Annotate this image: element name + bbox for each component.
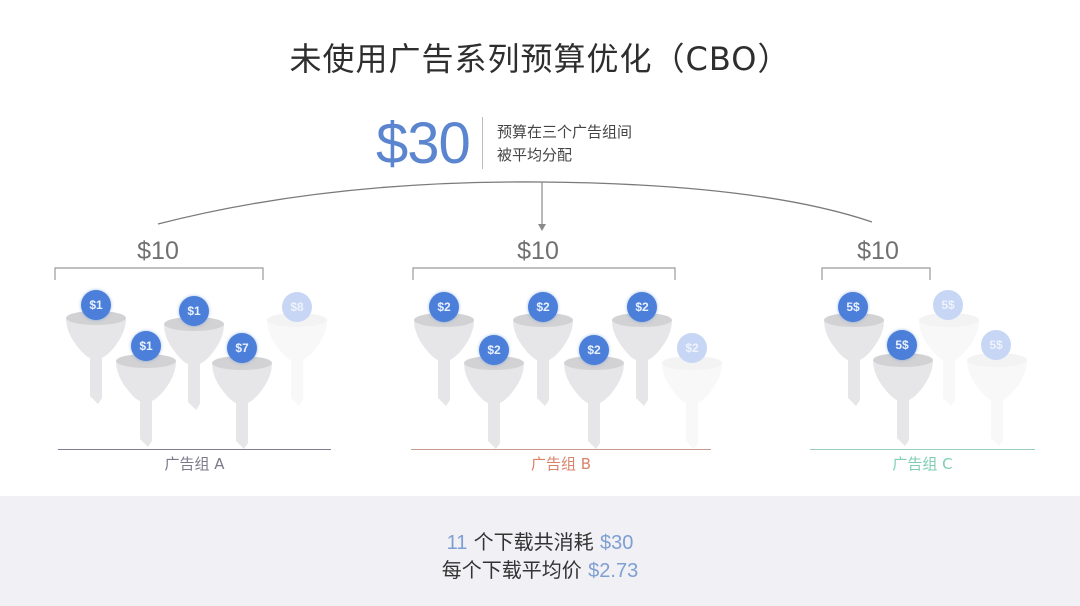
group-b-underline — [411, 449, 711, 450]
coin-icon: $1 — [179, 296, 209, 326]
group-a-label: 广告组 A — [164, 455, 225, 473]
budget-divider — [482, 117, 483, 169]
coin-icon: $2 — [479, 335, 509, 365]
total-budget-amount: $30 — [376, 111, 471, 176]
download-count: 11 — [446, 532, 468, 554]
distribution-connector — [54, 181, 931, 280]
group-b-amount: $10 — [517, 237, 559, 265]
budget-description: 预算在三个广告组间 被平均分配 — [497, 121, 632, 167]
coin-icon: 5$ — [838, 292, 868, 322]
coin-icon: $1 — [81, 290, 111, 320]
coin-icon: $2 — [579, 335, 609, 365]
coin-icon-faded: $8 — [282, 292, 312, 322]
group-c-label: 广告组 C — [892, 455, 953, 473]
coin-icon: $2 — [528, 292, 558, 322]
coin-icon: 5$ — [887, 330, 917, 360]
group-b-label: 广告组 B — [530, 455, 592, 473]
coin-icon: $2 — [429, 292, 459, 322]
budget-description-line1: 预算在三个广告组间 — [497, 123, 633, 141]
group-c-underline — [810, 449, 1035, 450]
budget-description-line2: 被平均分配 — [497, 146, 573, 164]
summary-line2-text: 每个下载平均价 — [441, 558, 589, 582]
coin-icon: $1 — [131, 331, 161, 361]
group-c-amount: $10 — [857, 237, 899, 265]
summary-line-1: 11 个下载共消耗 $30 — [0, 526, 1080, 555]
average-cost: $2.73 — [588, 560, 639, 582]
group-a-underline — [58, 449, 331, 450]
summary-line-2: 每个下载平均价 $2.73 — [0, 554, 1080, 583]
coin-icon: $2 — [627, 292, 657, 322]
coin-icon-faded: 5$ — [933, 290, 963, 320]
group-a-amount: $10 — [137, 237, 179, 265]
coin-icon: $7 — [227, 333, 257, 363]
page-title: 未使用广告系列预算优化（CBO） — [289, 40, 791, 78]
coin-icon-faded: 5$ — [981, 330, 1011, 360]
summary-panel: 11 个下载共消耗 $30 每个下载平均价 $2.73 — [0, 496, 1080, 606]
total-spend: $30 — [600, 532, 634, 554]
summary-line1-text: 个下载共消耗 — [467, 530, 601, 554]
coin-icon-faded: $2 — [677, 333, 707, 363]
